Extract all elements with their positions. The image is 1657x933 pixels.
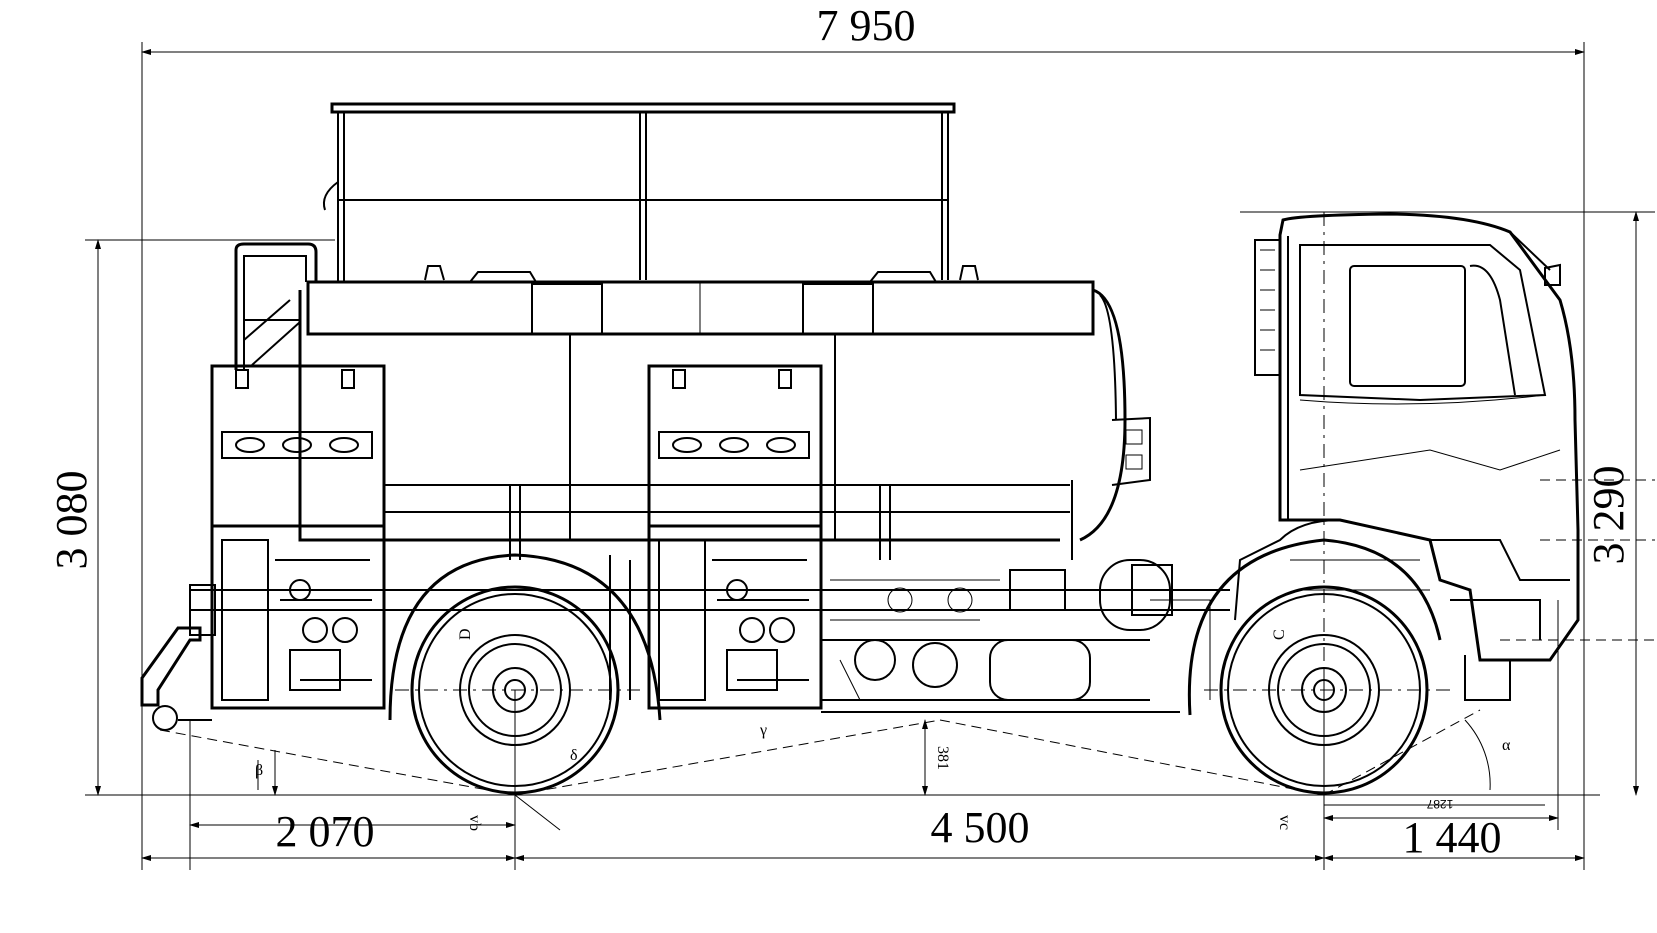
overall-length-label: 7 950 (817, 1, 916, 50)
rear-wheel-point-label: D (457, 628, 474, 640)
chassis (190, 555, 1230, 713)
beta-label: β (255, 762, 263, 779)
alpha-label: α (1502, 737, 1511, 754)
tank (298, 265, 1151, 560)
rear-wheel (388, 553, 662, 795)
cab (1234, 211, 1580, 701)
ground-clearance-label: 381 (934, 746, 951, 770)
rear-cabinet (210, 364, 386, 710)
cab-reference-lines (1500, 479, 1655, 641)
front-small-label: 1287 (1426, 797, 1453, 811)
gamma-label: γ (759, 722, 767, 739)
middle-cabinet (647, 364, 823, 710)
height-loaded-label: 3 080 (47, 471, 96, 570)
front-ground-point-label: vc (1276, 815, 1293, 830)
extension-lines (85, 42, 1655, 870)
front-wheel-point-label: C (1271, 629, 1288, 640)
top-railing (322, 102, 956, 282)
rear-bumper (140, 584, 216, 731)
wheelbase-label: 4 500 (931, 803, 1030, 852)
ground-geometry (142, 709, 1584, 831)
delta-label: δ (570, 747, 578, 764)
dimension-lines (95, 49, 1639, 861)
front-overhang-label: 1 440 (1403, 813, 1502, 862)
rear-ground-point-label: vb (466, 815, 483, 831)
height-cab-label: 3 290 (1584, 466, 1633, 565)
front-wheel (1187, 538, 1450, 795)
rear-ladder (234, 242, 318, 370)
rear-overhang-label: 2 070 (276, 807, 375, 856)
